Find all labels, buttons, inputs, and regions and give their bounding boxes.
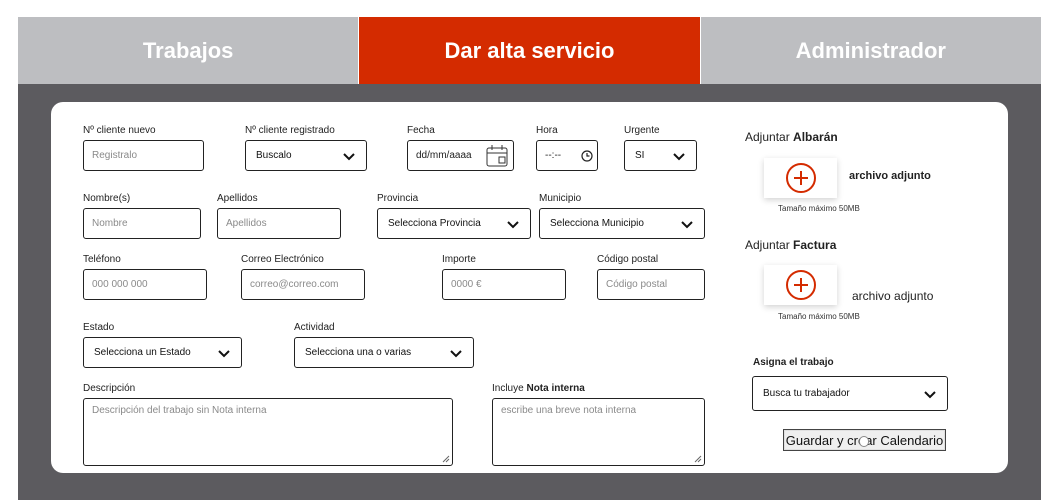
urgente-label: Urgente xyxy=(624,125,660,136)
calendar-icon[interactable] xyxy=(485,144,509,168)
nota-label-prefix: Incluye xyxy=(492,383,524,394)
fecha-input[interactable]: dd/mm/aaaa xyxy=(407,140,514,171)
main-tabs: Trabajos Dar alta servicio Administrador xyxy=(18,17,1041,84)
nota-textarea[interactable]: escribe una breve nota interna xyxy=(492,398,705,466)
tab-label: Trabajos xyxy=(142,37,234,63)
provincia-select[interactable]: Selecciona Provincia xyxy=(377,208,531,239)
apellidos-placeholder: Apellidos xyxy=(226,218,267,229)
correo-placeholder: correo@correo.com xyxy=(250,279,339,290)
hora-label: Hora xyxy=(536,125,558,136)
nombre-label: Nombre(s) xyxy=(83,193,131,204)
cliente-registrado-label: Nº cliente registrado xyxy=(245,125,335,136)
apellidos-input[interactable]: Apellidos xyxy=(217,208,341,239)
importe-placeholder: 0000 € xyxy=(451,279,482,290)
upload-albaran-button[interactable] xyxy=(764,158,837,198)
resize-grip-icon[interactable] xyxy=(442,455,450,463)
albaran-prefix: Adjuntar xyxy=(745,130,790,144)
tab-trabajos[interactable]: Trabajos xyxy=(18,17,360,84)
descripcion-label: Descripción xyxy=(83,383,136,394)
asigna-value: Busca tu trabajador xyxy=(763,388,850,399)
provincia-value: Selecciona Provincia xyxy=(388,218,481,229)
hora-input[interactable]: --:-- xyxy=(536,140,598,171)
estado-select[interactable]: Selecciona un Estado xyxy=(83,337,242,368)
provincia-label: Provincia xyxy=(377,193,419,204)
nombre-input[interactable]: Nombre xyxy=(83,208,201,239)
albaran-max-size: Tamaño máximo 50MB xyxy=(778,204,860,213)
factura-max-size: Tamaño máximo 50MB xyxy=(778,312,860,321)
service-form-card: Nº cliente nuevo Registralo Nº cliente r… xyxy=(51,102,1008,473)
municipio-select[interactable]: Selecciona Municipio xyxy=(539,208,705,239)
resize-grip-icon[interactable] xyxy=(694,455,702,463)
albaran-bold: Albarán xyxy=(793,130,838,144)
importe-input[interactable]: 0000 € xyxy=(442,269,566,300)
cliente-registrado-value: Buscalo xyxy=(256,150,292,161)
factura-prefix: Adjuntar xyxy=(745,238,790,252)
codigo-postal-label: Código postal xyxy=(597,254,659,265)
codigo-postal-placeholder: Código postal xyxy=(606,279,668,290)
urgente-value: SI xyxy=(635,150,645,161)
clock-icon[interactable] xyxy=(581,149,593,162)
fecha-placeholder: dd/mm/aaaa xyxy=(416,150,472,161)
importe-label: Importe xyxy=(442,254,476,265)
mouse-cursor-icon xyxy=(859,436,869,447)
actividad-label: Actividad xyxy=(294,322,335,333)
plus-circle-icon xyxy=(785,270,816,300)
municipio-value: Selecciona Municipio xyxy=(550,218,644,229)
correo-input[interactable]: correo@correo.com xyxy=(241,269,365,300)
chevron-down-icon xyxy=(343,152,355,160)
telefono-placeholder: 000 000 000 xyxy=(92,279,148,290)
tab-dar-alta-servicio[interactable]: Dar alta servicio xyxy=(359,17,701,84)
upload-factura-button[interactable] xyxy=(764,265,837,305)
nombre-placeholder: Nombre xyxy=(92,218,128,229)
chevron-down-icon xyxy=(673,152,685,160)
albaran-file-label: archivo adjunto xyxy=(849,170,931,182)
telefono-input[interactable]: 000 000 000 xyxy=(83,269,207,300)
chevron-down-icon xyxy=(924,390,936,398)
chevron-down-icon xyxy=(218,349,230,357)
cliente-registrado-select[interactable]: Buscalo xyxy=(245,140,367,171)
descripcion-textarea[interactable]: Descripción del trabajo sin Nota interna xyxy=(83,398,453,466)
chevron-down-icon xyxy=(450,349,462,357)
cliente-nuevo-placeholder: Registralo xyxy=(92,150,138,161)
asigna-label: Asigna el trabajo xyxy=(753,357,834,368)
cliente-nuevo-input[interactable]: Registralo xyxy=(83,140,204,171)
urgente-select[interactable]: SI xyxy=(624,140,697,171)
estado-value: Selecciona un Estado xyxy=(94,347,191,358)
cliente-nuevo-label: Nº cliente nuevo xyxy=(83,125,156,136)
tab-administrador[interactable]: Administrador xyxy=(700,17,1041,84)
nota-placeholder: escribe una breve nota interna xyxy=(501,405,637,416)
hora-placeholder: --:-- xyxy=(545,150,562,161)
factura-bold: Factura xyxy=(793,238,837,252)
form-panel: Nº cliente nuevo Registralo Nº cliente r… xyxy=(18,84,1041,500)
actividad-value: Selecciona una o varias xyxy=(305,347,412,358)
tab-label: Administrador xyxy=(795,37,946,63)
plus-circle-icon xyxy=(785,163,816,193)
descripcion-placeholder: Descripción del trabajo sin Nota interna xyxy=(92,405,267,416)
nota-label: Incluye Nota interna xyxy=(492,383,585,394)
correo-label: Correo Electrónico xyxy=(241,254,324,265)
actividad-select[interactable]: Selecciona una o varias xyxy=(294,337,474,368)
nota-label-bold: Nota interna xyxy=(526,383,585,394)
codigo-postal-input[interactable]: Código postal xyxy=(597,269,705,300)
factura-file-label: archivo adjunto xyxy=(852,289,934,303)
apellidos-label: Apellidos xyxy=(217,193,258,204)
tab-label: Dar alta servicio xyxy=(444,37,615,63)
telefono-label: Teléfono xyxy=(83,254,121,265)
adjuntar-albaran-title: Adjuntar Albarán xyxy=(745,130,838,144)
municipio-label: Municipio xyxy=(539,193,582,204)
chevron-down-icon xyxy=(507,220,519,228)
estado-label: Estado xyxy=(83,322,115,333)
asigna-select[interactable]: Busca tu trabajador xyxy=(752,376,948,411)
chevron-down-icon xyxy=(681,220,693,228)
adjuntar-factura-title: Adjuntar Factura xyxy=(745,238,836,252)
fecha-label: Fecha xyxy=(407,125,435,136)
